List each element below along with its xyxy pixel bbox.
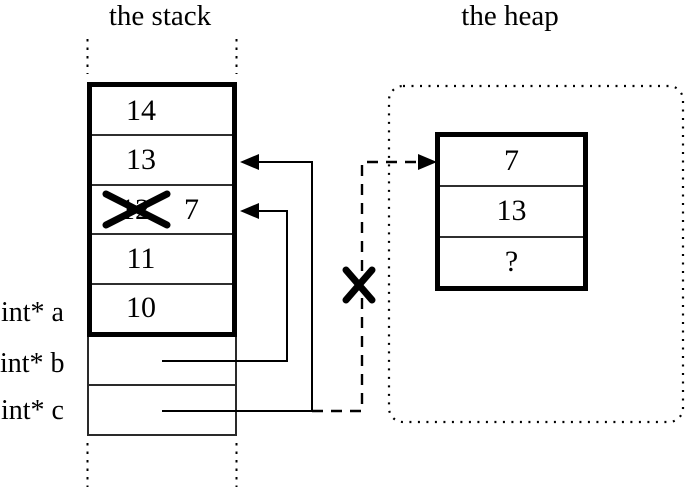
variable-label-b: int* b [0,348,65,379]
heap-cell-13: 13 [440,187,583,238]
heap-title: the heap [461,0,559,32]
stack-cell-13: 13 [92,136,232,186]
stack-cell-value: 14 [126,93,156,127]
heap-cell-value: 13 [496,194,527,228]
variable-label-a: int* a [1,297,64,328]
stack-cell-value: 11 [126,241,156,275]
pointer-variable-cells [87,337,237,436]
stack-cell-14: 14 [92,87,232,137]
stack-cell-value: 10 [126,291,156,325]
heap-cell-value: ? [504,244,519,278]
new-value: 7 [184,192,199,226]
stack-title: the stack [108,0,212,32]
stack-cell-value: 13 [126,143,156,177]
stack-cell-11: 11 [92,235,232,285]
stack-cell-overwritten: 12 7 [92,186,232,236]
variable-label-c: int* c [1,395,64,426]
crossed-out-old-value: 12 [120,192,150,226]
heap-cell-7: 7 [440,137,583,188]
arrowhead-c-into-stack-icon [240,154,259,170]
stack-array-box: 14 13 12 7 11 10 [87,82,237,337]
stack-cell-10: 10 [92,285,232,332]
stack-bottom-guide-lines [86,443,238,487]
broken-pointer-x-icon [342,266,376,304]
heap-cell-value: 7 [504,144,519,178]
dangling-pointer-dashed-line [312,160,420,413]
heap-block-box: 7 13 ? [435,132,588,291]
stack-top-guide-lines [86,39,238,74]
arrowhead-b-into-stack-icon [240,203,259,219]
pointer-cell-divider [89,384,235,386]
heap-cell-unknown: ? [440,238,583,286]
